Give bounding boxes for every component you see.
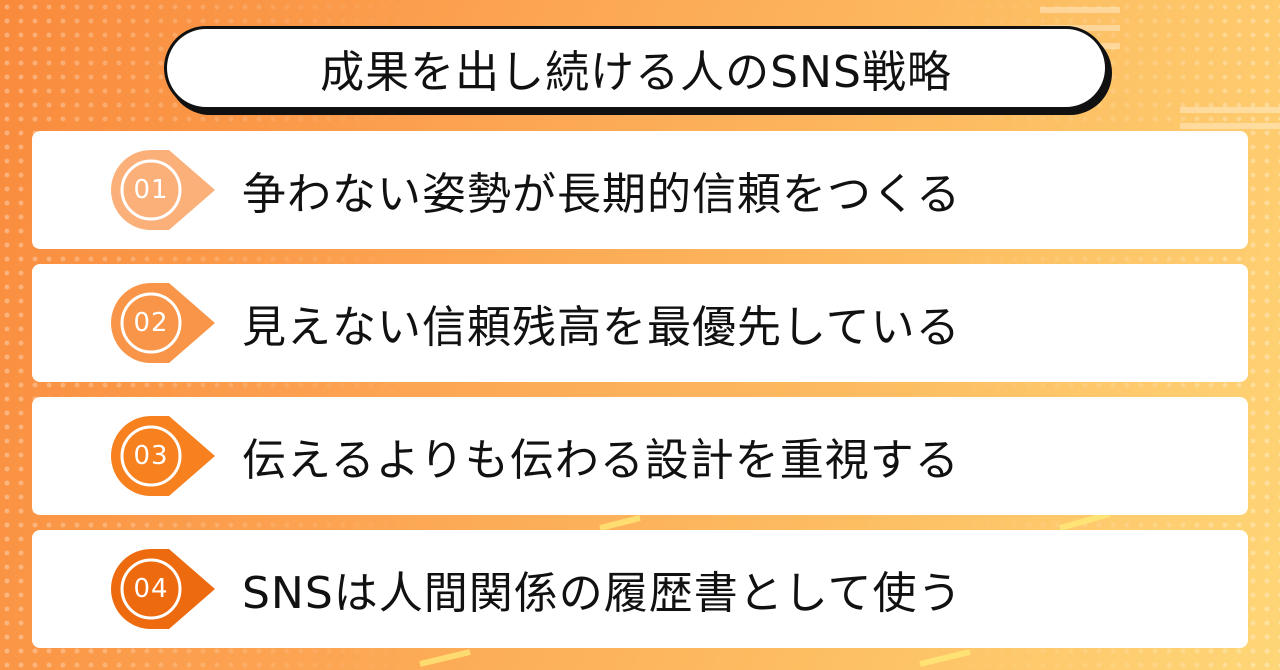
number-badge-4: 04	[104, 545, 219, 633]
item-number: 04	[133, 574, 169, 604]
badge-shape-icon	[111, 283, 215, 363]
number-badge-3: 03	[104, 412, 219, 500]
item-text: 見えない信頼残高を最優先している	[242, 302, 961, 353]
list-item-1: 01 争わない姿勢が長期的信頼をつくる	[32, 131, 1248, 249]
list-item-4: 04 SNSは人間関係の履歴書として使う	[32, 530, 1248, 648]
item-text: 伝えるよりも伝わる設計を重視する	[242, 435, 960, 486]
item-number: 02	[133, 308, 169, 338]
badge-shape-icon	[111, 416, 215, 496]
item-text: SNSは人間関係の履歴書として使う	[242, 568, 963, 619]
title-banner: 成果を出し続ける人のSNS戦略	[164, 26, 1108, 110]
number-badge-1: 01	[104, 146, 219, 234]
item-number: 03	[133, 441, 169, 471]
page-title: 成果を出し続ける人のSNS戦略	[320, 47, 952, 98]
item-text: 争わない姿勢が長期的信頼をつくる	[242, 169, 962, 220]
list-item-3: 03 伝えるよりも伝わる設計を重視する	[32, 397, 1248, 515]
list-item-2: 02 見えない信頼残高を最優先している	[32, 264, 1248, 382]
item-number: 01	[133, 175, 169, 205]
badge-shape-icon	[111, 150, 215, 230]
badge-shape-icon	[111, 549, 215, 629]
number-badge-2: 02	[104, 279, 219, 367]
